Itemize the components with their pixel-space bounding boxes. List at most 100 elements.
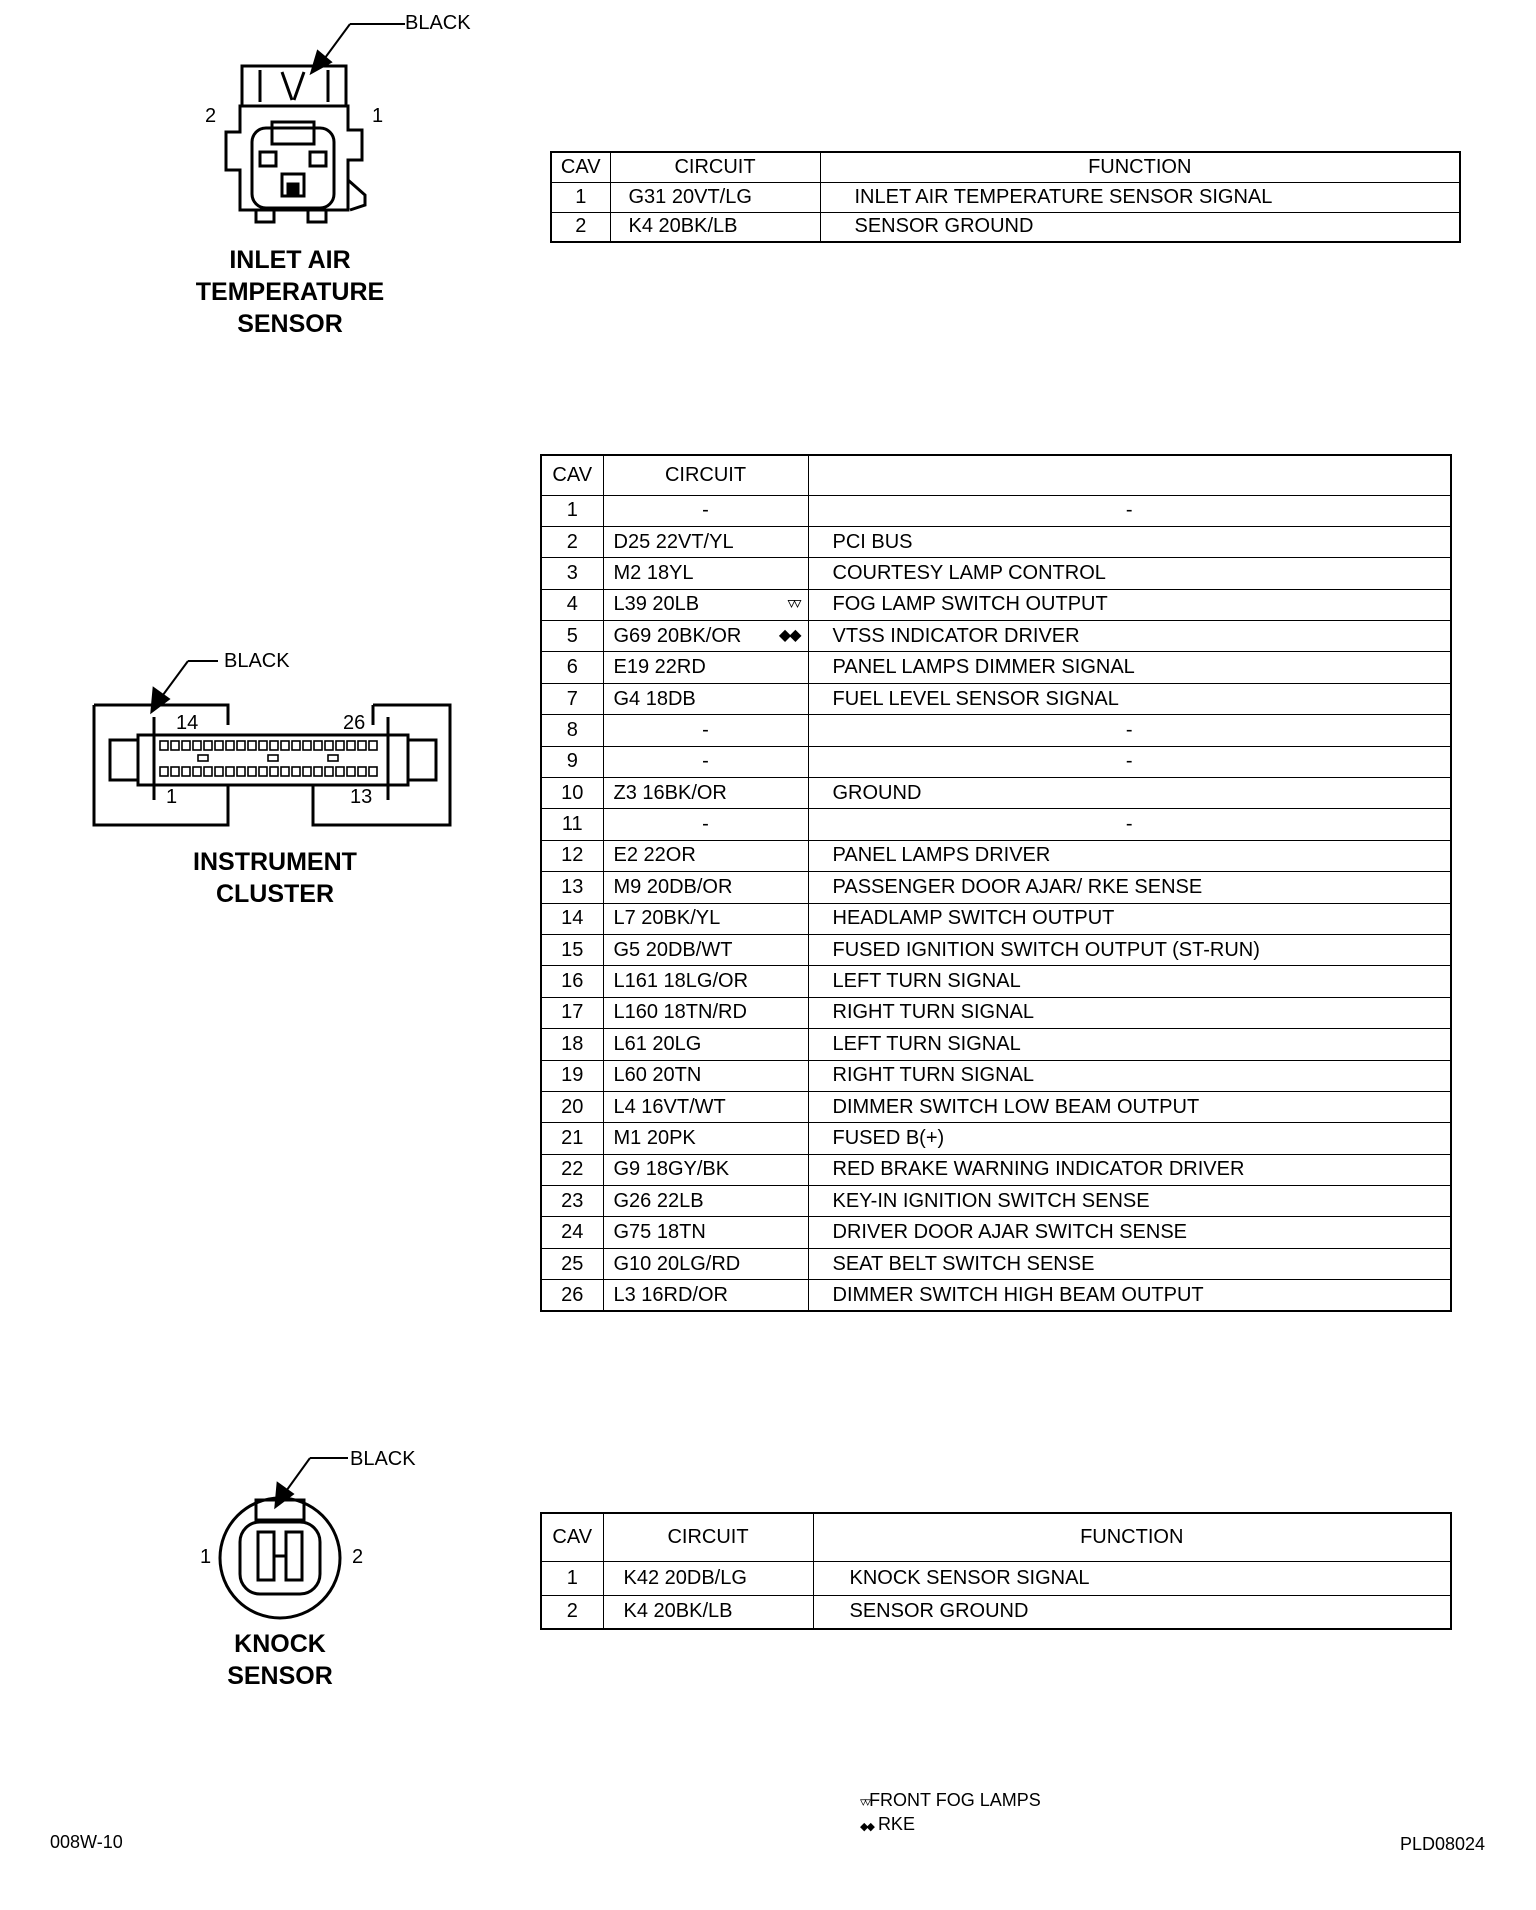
title-line: SENSOR [237,310,343,338]
table-row: 1-- [540,494,1452,527]
cav-cell: 17 [540,996,604,1030]
circuit-text: - [702,813,709,836]
circuit-cell: E2 22OR [602,839,809,873]
inlet-air-pinout-table: CAV CIRCUIT FUNCTION 1 G31 20VT/LG INLET… [550,151,1461,243]
function-cell: FOG LAMP SWITCH OUTPUT [807,588,1452,622]
circuit-cell: - [602,494,809,527]
table-row: 9-- [540,745,1452,779]
cav-cell: 19 [540,1059,604,1092]
title-line: INLET AIR [229,246,351,274]
inlet-air-title: INLET AIR TEMPERATURE SENSOR [185,244,395,340]
circuit-cell: L61 20LG [602,1028,809,1061]
function-cell: RIGHT TURN SIGNAL [807,996,1452,1030]
circuit-text: M2 18YL [613,561,694,584]
function-cell: - [807,808,1452,841]
circuit-cell: G10 20LG/RD [602,1247,809,1281]
circuit-cell: - [602,714,809,747]
function-cell: HEADLAMP SWITCH OUTPUT [807,902,1452,935]
knock-title: KNOCK SENSOR [175,1628,385,1692]
circuit-text: - [702,750,709,773]
circuit-text: G9 18GY/BK [613,1158,730,1181]
circuit-text: G10 20LG/RD [613,1252,741,1275]
function-cell: FUEL LEVEL SENSOR SIGNAL [807,682,1452,716]
table-row: 2 K4 20BK/LB SENSOR GROUND [540,1594,1452,1630]
table-row: 8-- [540,714,1452,747]
function-cell: SEAT BELT SWITCH SENSE [807,1247,1452,1281]
cluster-pin-label-13: 13 [350,786,373,808]
circuit-cell: G26 22LB [602,1185,809,1218]
knock-color-label: BLACK [350,1448,416,1470]
function-cell: INLET AIR TEMPERATURE SENSOR SIGNAL [819,181,1461,213]
circuit-text: M9 20DB/OR [613,875,733,898]
inlet-air-temp-connector-drawing [224,23,405,224]
function-cell: RED BRAKE WARNING INDICATOR DRIVER [807,1153,1452,1187]
cav-cell: 20 [540,1090,604,1124]
header-cav: CAV [540,1512,604,1562]
title-line: KNOCK [234,1630,326,1658]
circuit-cell: - [602,808,809,841]
cav-cell: 24 [540,1216,604,1249]
table-row: 25 G10 20LG/RD SEAT BELT SWITCH SENSE [540,1247,1452,1281]
cav-cell: 1 [550,181,611,213]
function-cell: VTSS INDICATOR DRIVER [807,620,1452,653]
function-cell: COURTESY LAMP CONTROL [807,557,1452,590]
circuit-text: G26 22LB [613,1189,704,1212]
circuit-text: L60 20TN [613,1064,702,1087]
inlet-air-pin-label-2: 2 [205,105,217,127]
circuit-text: Z3 16BK/OR [613,781,727,804]
footer-left-code: 008W-10 [50,1832,123,1852]
table-row: 11 - - [540,808,1452,841]
cav-cell: 4 [540,588,604,622]
cav-cell: 13 [540,871,604,904]
circuit-text: G75 18TN [613,1221,706,1244]
cluster-title: INSTRUMENT CLUSTER [170,846,380,910]
circuit-cell: L4 16VT/WT [602,1090,809,1124]
cav-cell: 10 [540,777,604,810]
knock-pin-label-2: 2 [352,1546,364,1568]
cav-cell: 21 [540,1122,604,1155]
legend-item-rke: ◆◆ RKE [860,1814,915,1835]
circuit-text: E19 22RD [613,656,706,679]
circuit-text: L160 18TN/RD [613,1001,747,1024]
circuit-cell: M9 20DB/OR [602,871,809,904]
cav-cell: 11 [540,808,604,841]
circuit-cell: G9 18GY/BK [602,1153,809,1187]
circuit-cell: G4 18DB [602,682,809,716]
footer-right-code: PLD08024 [1400,1834,1486,1854]
circuit-cell: L39 20LB▿▿ [602,588,809,622]
function-cell: - [807,714,1452,747]
function-cell: PASSENGER DOOR AJAR/ RKE SENSE [807,871,1452,904]
function-cell: KNOCK SENSOR SIGNAL [812,1560,1452,1596]
fog-lamp-symbol-icon: ▿▿ [860,1794,871,1809]
header-function [807,454,1452,496]
cav-cell: 9 [540,745,604,779]
cav-cell: 16 [540,965,604,998]
circuit-cell: M1 20PK [602,1122,809,1155]
circuit-text: L4 16VT/WT [613,1095,726,1118]
circuit-text: E2 22OR [613,844,696,867]
cluster-color-label: BLACK [224,650,290,672]
circuit-cell: L160 18TN/RD [602,996,809,1030]
function-cell: DIMMER SWITCH LOW BEAM OUTPUT [807,1090,1452,1124]
circuit-cell: K4 20BK/LB [602,1594,814,1630]
rke-symbol-icon: ◆◆ [860,1821,875,1833]
table-row: 2 K4 20BK/LB SENSOR GROUND [550,211,1461,243]
cav-cell: 22 [540,1153,604,1187]
cav-cell: 23 [540,1185,604,1218]
circuit-text: M1 20PK [613,1127,696,1149]
circuit-text: G69 20BK/OR [613,624,742,647]
circuit-cell: K42 20DB/LG [602,1560,814,1596]
function-cell: PCI BUS [807,525,1452,559]
cav-cell: 25 [540,1247,604,1281]
cav-cell: 14 [540,902,604,935]
circuit-text: G5 20DB/WT [613,938,733,961]
cav-cell: 5 [540,620,604,653]
